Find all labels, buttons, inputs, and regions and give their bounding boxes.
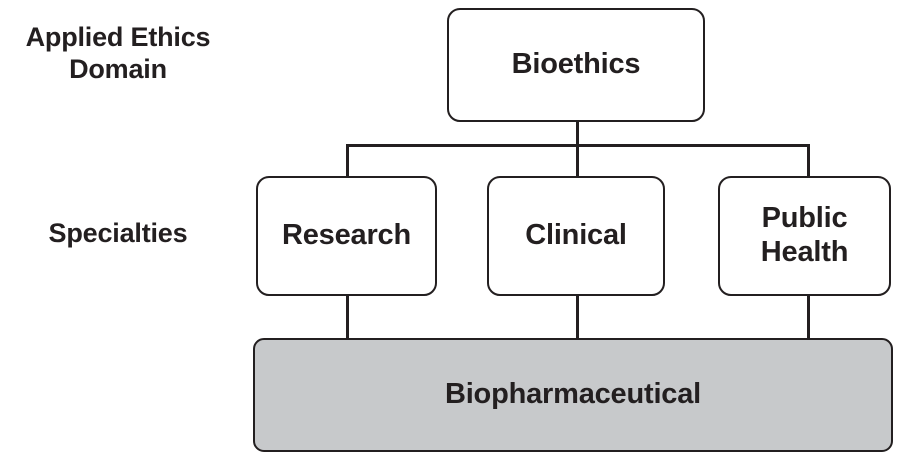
node-biopharmaceutical-label: Biopharmaceutical	[444, 378, 702, 411]
connector-research-to-biopharmaceutical	[346, 294, 349, 340]
connector-clinical-to-biopharmaceutical	[576, 294, 579, 340]
connector-public-health-to-biopharmaceutical	[807, 294, 810, 340]
node-bioethics-label: Bioethics	[511, 48, 641, 81]
row-label-specialties: Specialties	[48, 218, 188, 248]
node-clinical-label: Clinical	[525, 219, 627, 252]
connector-bioethics-to-research	[346, 144, 349, 178]
node-research-label: Research	[282, 219, 411, 252]
node-public-health-label: Public Health	[760, 202, 849, 268]
node-bioethics[interactable]: Bioethics	[447, 8, 705, 122]
connector-bioethics-to-clinical	[576, 144, 579, 178]
connector-bioethics-to-public-health	[807, 144, 810, 178]
node-biopharmaceutical[interactable]: Biopharmaceutical	[253, 338, 893, 452]
node-public-health[interactable]: Public Health	[718, 176, 891, 296]
node-research[interactable]: Research	[256, 176, 437, 296]
row-label-applied-ethics-domain: Applied Ethics Domain	[25, 22, 211, 84]
connector-bioethics-stem	[576, 120, 579, 147]
node-clinical[interactable]: Clinical	[487, 176, 665, 296]
